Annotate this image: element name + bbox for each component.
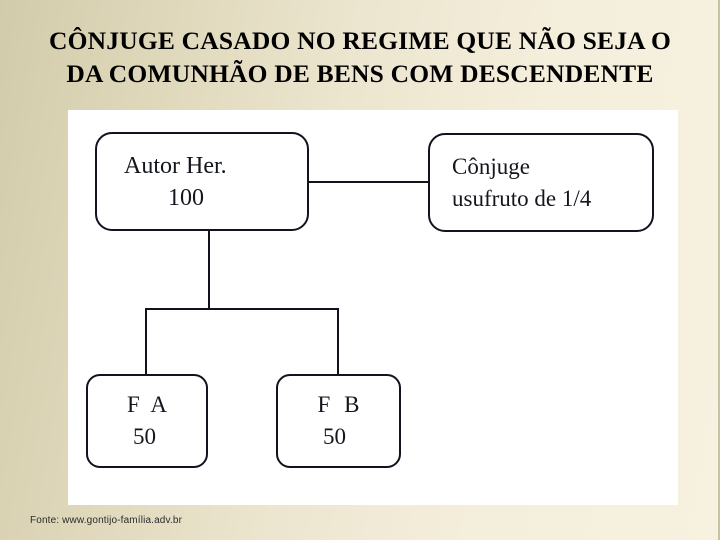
connector-drop-to-fa <box>145 308 148 376</box>
node-filho-a-line-2: 50 <box>133 424 156 449</box>
node-filho-a[interactable]: F A 50 <box>86 374 208 468</box>
node-conjuge-line-1: Cônjuge <box>452 153 530 179</box>
node-autor-her[interactable]: Autor Her. 100 <box>95 132 309 231</box>
node-filho-b[interactable]: F B 50 <box>276 374 401 468</box>
source-footnote: Fonte: www.gontijo-família.adv.br <box>30 515 183 526</box>
connector-drop-to-fb <box>337 308 340 376</box>
node-autor-her-line-2: 100 <box>168 184 204 211</box>
node-autor-her-line-1: Autor Her. <box>124 152 227 179</box>
node-conjuge-line-2: usufruto de 1/4 <box>452 185 592 211</box>
page-title-line-1: CÔNJUGE CASADO NO REGIME QUE NÃO SEJA O <box>49 26 671 55</box>
connector-children-bar <box>145 308 339 311</box>
connector-autor-to-conjuge <box>308 181 430 184</box>
page-title: CÔNJUGE CASADO NO REGIME QUE NÃO SEJA O … <box>0 24 718 90</box>
connector-autor-stem <box>208 230 211 310</box>
node-conjuge[interactable]: Cônjuge usufruto de 1/4 <box>428 133 654 232</box>
page-title-line-2: DA COMUNHÃO DE BENS COM DESCENDENTE <box>66 59 654 88</box>
node-filho-b-line-1: F B <box>317 392 364 417</box>
node-filho-a-line-1: F A <box>127 392 170 417</box>
node-filho-b-line-2: 50 <box>323 424 346 449</box>
